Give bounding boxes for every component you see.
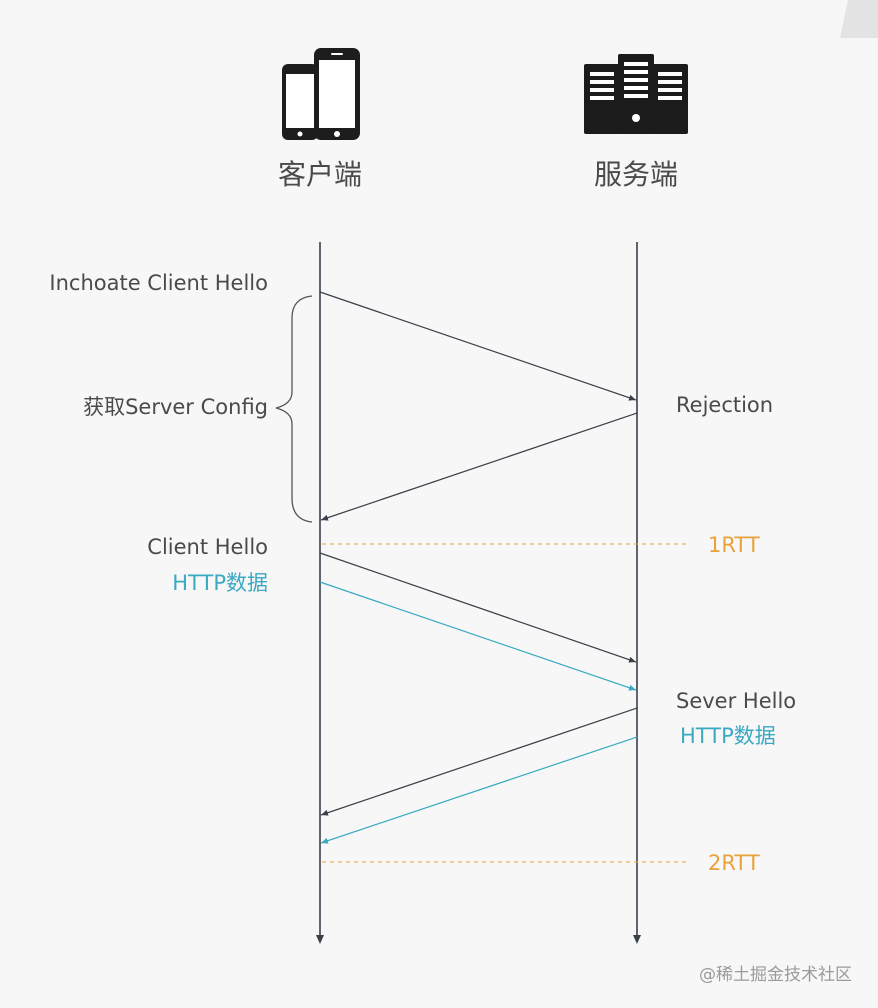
server-http-data-arrow [320,736,638,844]
rejection-label: Rejection [676,393,773,417]
client-label: 客户端 [278,158,362,191]
server-http-data-label: HTTP数据 [680,724,776,748]
corner-decoration [840,0,878,38]
client-hello-label: Client Hello [147,535,268,559]
server-config-brace [275,295,313,523]
client-http-data-arrow [319,581,637,691]
sever-hello-arrow [320,707,638,816]
server-lifeline [633,242,641,944]
server-label: 服务端 [594,158,678,191]
inchoate-client-hello-label: Inchoate Client Hello [49,271,268,295]
inchoate-client-hello-arrow [319,291,637,401]
client-lifeline [316,242,324,944]
rtt2-label: 2RTT [708,851,760,875]
get-server-config-label: 获取Server Config [83,395,268,419]
smartphones-icon [282,48,360,140]
rtt1-label: 1RTT [708,533,760,557]
client-hello-arrow [319,552,637,663]
client-http-data-label: HTTP数据 [172,571,268,595]
watermark: @稀土掘金技术社区 [699,965,852,985]
rejection-arrow [320,412,638,521]
server-rack-icon [584,54,688,134]
sever-hello-label: Sever Hello [676,689,796,713]
